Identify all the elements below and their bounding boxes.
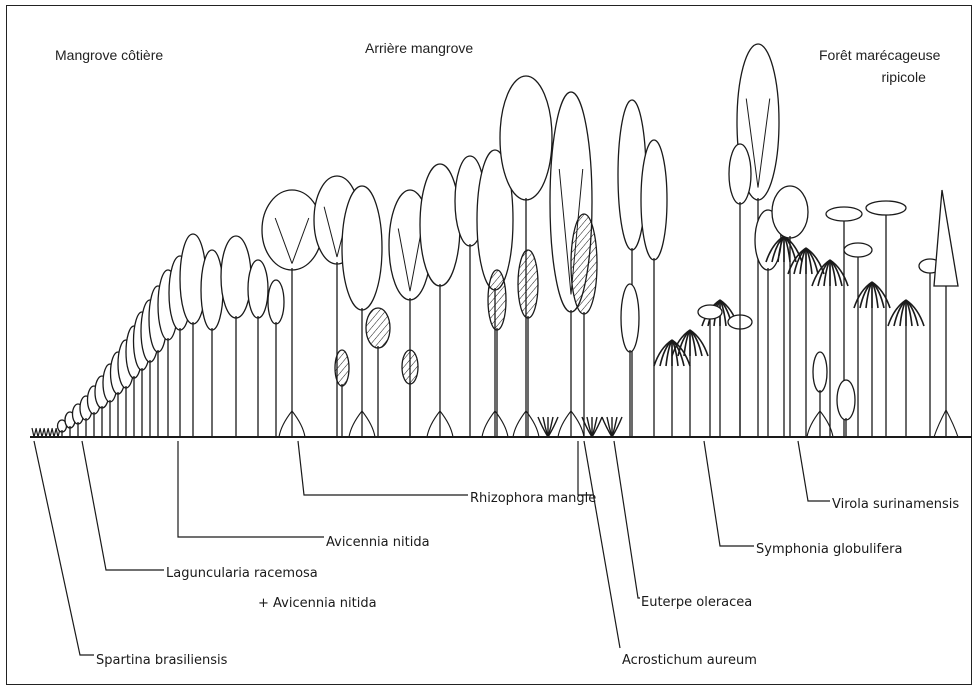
label-leader-lines: [34, 441, 830, 655]
tree-glyph: [268, 280, 284, 437]
tree-glyph: [201, 250, 223, 437]
tree-glyph: [772, 186, 808, 437]
euterpe-tall-tree-glyph: [618, 100, 646, 437]
species-label-symphonia: Symphonia globulifera: [756, 542, 902, 557]
leader-spartina: [34, 441, 94, 655]
leader-acrostichum: [584, 441, 620, 648]
hatched-crown-tree-glyph: [488, 270, 506, 437]
species-label-euterpe: Euterpe oleracea: [641, 595, 752, 610]
hatched-crown-tree-glyph: [402, 350, 418, 437]
acrostichum-fern-glyph: [602, 417, 622, 437]
vegetation-trees: [32, 44, 958, 437]
hatched-crown-tree-glyph: [518, 250, 538, 437]
palm-glyph: [854, 282, 890, 437]
tree-glyph: [729, 144, 751, 437]
species-label-acrostichum: Acrostichum aureum: [622, 653, 757, 668]
acrostichum-fern-glyph: [538, 417, 558, 437]
grass-tuft-glyph: [44, 428, 48, 437]
leader-laguncularia: [82, 441, 164, 570]
palm-glyph: [788, 248, 824, 437]
grass-tuft-glyph: [40, 428, 44, 437]
hatched-crown-tree-glyph: [366, 308, 390, 437]
species-label-avicennia: Avicennia nitida: [326, 535, 430, 550]
species-label-spartina: Spartina brasiliensis: [96, 653, 228, 668]
species-label-virola: Virola surinamensis: [832, 497, 959, 512]
species-label-laguncularia-extra: + Avicennia nitida: [258, 596, 377, 611]
laguncularia-tree-glyph: [180, 234, 206, 437]
tree-glyph: [837, 380, 855, 437]
grass-tuft-glyph: [32, 428, 36, 437]
palm-glyph: [888, 300, 924, 437]
tree-glyph: [621, 284, 639, 437]
grass-tuft-glyph: [48, 428, 52, 437]
species-labels: Spartina brasiliensis Laguncularia racem…: [96, 491, 959, 668]
hatched-crown-tree-glyph: [571, 214, 597, 437]
conical-tree-glyph: [934, 190, 958, 437]
tree-glyph: [221, 236, 251, 437]
leader-symphonia: [704, 441, 754, 546]
species-label-rhizophora: Rhizophora mangle: [470, 491, 596, 506]
grass-tuft-glyph: [36, 428, 40, 437]
tree-glyph: [807, 352, 833, 437]
leader-virola: [798, 441, 830, 501]
acrostichum-fern-glyph: [582, 417, 602, 437]
leader-rhizophora-left: [298, 441, 468, 495]
tree-glyph: [641, 140, 667, 437]
rhizophora-tree-glyph: [420, 164, 460, 437]
leader-euterpe: [614, 441, 640, 598]
grass-tuft-glyph: [52, 428, 56, 437]
leader-avicennia: [178, 441, 324, 537]
tree-glyph: [755, 210, 781, 437]
tree-glyph: [248, 260, 268, 437]
species-label-laguncularia: Laguncularia racemosa: [166, 566, 318, 581]
